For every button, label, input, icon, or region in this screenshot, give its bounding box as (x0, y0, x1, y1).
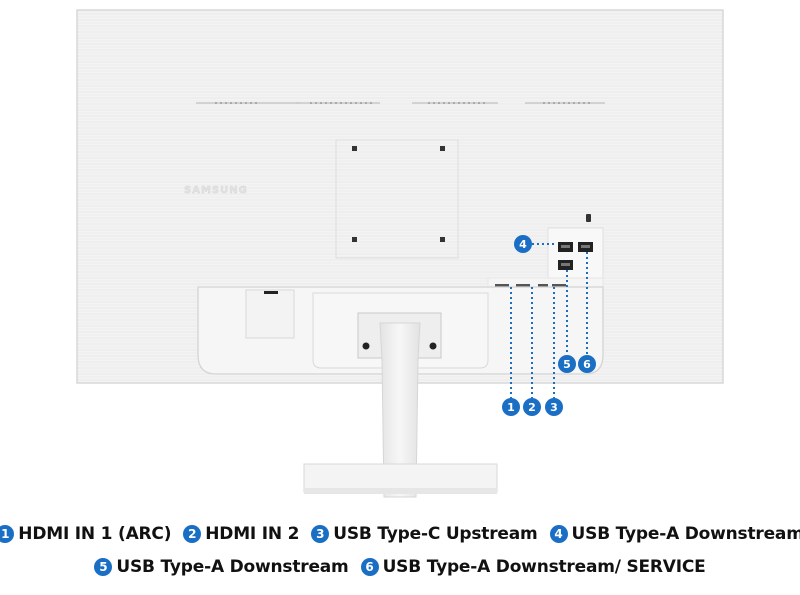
legend-badge-5: 5 (94, 558, 113, 576)
stand-base (303, 463, 498, 493)
vesa-mount-area (335, 139, 459, 259)
legend-item-4: 4 USB Type-A Downstream (549, 524, 800, 544)
legend-badge-6: 6 (360, 558, 379, 576)
legend-item-3: 3 USB Type-C Upstream (311, 524, 538, 544)
left-housing-block (245, 289, 295, 339)
callout-badge-3: 3 (545, 398, 563, 416)
callout-badge-6: 6 (578, 355, 596, 373)
kensington-lock-slot (586, 214, 591, 222)
legend-badge-4: 4 (549, 525, 568, 543)
legend-badge-2: 2 (183, 525, 202, 543)
stand-neck (379, 322, 421, 498)
legend-label-2: HDMI IN 2 (205, 524, 300, 544)
svg-text:6: 6 (583, 358, 591, 371)
svg-text:4: 4 (519, 238, 527, 251)
svg-text:1: 1 (507, 401, 515, 414)
legend-label-4: USB Type-A Downstream (571, 524, 800, 544)
callout-badge-2: 2 (523, 398, 541, 416)
usb-port-4-icon (558, 242, 573, 252)
legend-item-2: 2 HDMI IN 2 (183, 524, 299, 544)
legend-item-5: 5 USB Type-A Downstream (94, 557, 349, 577)
stand-screw-right (429, 342, 437, 350)
callout-badges: 4 5 6 1 2 3 (502, 235, 596, 416)
callout-badge-4: 4 (514, 235, 532, 253)
svg-text:2: 2 (528, 401, 536, 414)
input-ports-row (495, 284, 566, 287)
legend-label-6: USB Type-A Downstream/ SERVICE (382, 557, 706, 577)
legend-badge-3: 3 (311, 525, 330, 543)
stand-base-front (304, 488, 497, 494)
legend-label-3: USB Type-C Upstream (333, 524, 538, 544)
legend-item-1: 1 HDMI IN 1 (ARC) (0, 524, 171, 544)
usb-port-6-icon (578, 242, 593, 252)
legend-item-6: 6 USB Type-A Downstream/ SERVICE (360, 557, 706, 577)
left-housing-mark (264, 291, 278, 294)
callout-badge-5: 5 (558, 355, 576, 373)
svg-text:3: 3 (550, 401, 558, 414)
callout-badge-1: 1 (502, 398, 520, 416)
legend-badge-1: 1 (0, 525, 15, 543)
port-legend-row-2: 5 USB Type-A Downstream 6 USB Type-A Dow… (0, 557, 800, 577)
svg-text:5: 5 (563, 358, 571, 371)
callout-lines (510, 243, 588, 398)
port-legend-row-1: 1 HDMI IN 1 (ARC) 2 HDMI IN 2 3 USB Type… (0, 524, 800, 544)
vesa-screw-holes (352, 146, 445, 242)
monitor-back-illustration: SAMSUNG (76, 9, 724, 498)
usb-port-panel (547, 227, 604, 279)
legend-label-1: HDMI IN 1 (ARC) (18, 524, 172, 544)
stand-screw-left (362, 342, 370, 350)
usb-port-5-icon (558, 260, 573, 270)
legend-label-5: USB Type-A Downstream (116, 557, 349, 577)
brand-logo: SAMSUNG (184, 185, 248, 196)
